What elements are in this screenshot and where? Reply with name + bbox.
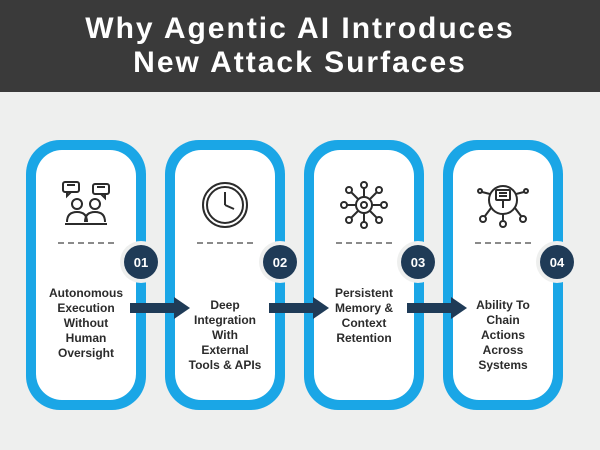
step-card-2-inner: Deep Integration With External Tools & A…: [175, 150, 275, 400]
step-2-line-5: Tools & APIs: [188, 358, 262, 372]
step-1-line-5: Oversight: [57, 346, 114, 360]
step-1-line-3: Without: [63, 316, 109, 330]
step-2-line-3: With: [212, 328, 238, 342]
step-label-4: Ability To Chain Actions Across Systems: [457, 298, 549, 373]
step-2-line-4: External: [201, 343, 249, 357]
step-number-badge-4: 04: [540, 245, 574, 279]
step-card-4-inner: Ability To Chain Actions Across Systems: [453, 150, 553, 400]
network-gear-icon: [340, 181, 388, 229]
divider-dashes: [336, 242, 392, 244]
step-3-line-4: Retention: [336, 331, 392, 345]
people-chat-icon: [62, 181, 110, 225]
flow-arrow-1: [130, 297, 190, 319]
flow-arrow-3: [407, 297, 467, 319]
step-label-1: Autonomous Execution Without Human Overs…: [40, 286, 132, 361]
divider-dashes: [475, 242, 531, 244]
step-3-line-1: Persistent: [334, 286, 394, 300]
step-card-2: Deep Integration With External Tools & A…: [165, 140, 285, 410]
workflow-chain-icon: [477, 185, 529, 228]
page-title-line-1: Why Agentic AI Introduces: [85, 12, 515, 45]
step-1-line-2: Execution: [57, 301, 115, 315]
step-2-line-1: Deep: [210, 298, 240, 312]
step-label-2: Deep Integration With External Tools & A…: [179, 298, 271, 373]
divider-dashes: [197, 242, 253, 244]
step-number-badge-1: 01: [124, 245, 158, 279]
step-4-line-1: Ability To: [476, 298, 530, 312]
step-card-4: Ability To Chain Actions Across Systems: [443, 140, 563, 410]
step-1-line-4: Human: [65, 331, 107, 345]
step-number-badge-2: 02: [263, 245, 297, 279]
step-card-3: Persistent Memory & Context Retention: [304, 140, 424, 410]
step-4-line-5: Systems: [478, 358, 528, 372]
step-3-line-2: Memory &: [334, 301, 393, 315]
step-number-badge-3: 03: [401, 245, 435, 279]
step-1-line-1: Autonomous: [49, 286, 123, 300]
flow-arrow-2: [269, 297, 329, 319]
header-banner: Why Agentic AI Introduces New Attack Sur…: [0, 0, 600, 92]
clock-icon: [202, 182, 248, 228]
step-3-line-3: Context: [341, 316, 387, 330]
step-card-1: Autonomous Execution Without Human Overs…: [26, 140, 146, 410]
step-4-line-3: Actions: [480, 328, 525, 342]
step-2-line-2: Integration: [194, 313, 256, 327]
step-label-3: Persistent Memory & Context Retention: [318, 286, 410, 346]
page-title-line-2: New Attack Surfaces: [133, 46, 467, 79]
step-4-line-4: Across: [482, 343, 524, 357]
step-card-3-inner: Persistent Memory & Context Retention: [314, 150, 414, 400]
divider-dashes: [58, 242, 114, 244]
step-4-line-2: Chain: [486, 313, 520, 327]
step-card-1-inner: Autonomous Execution Without Human Overs…: [36, 150, 136, 400]
